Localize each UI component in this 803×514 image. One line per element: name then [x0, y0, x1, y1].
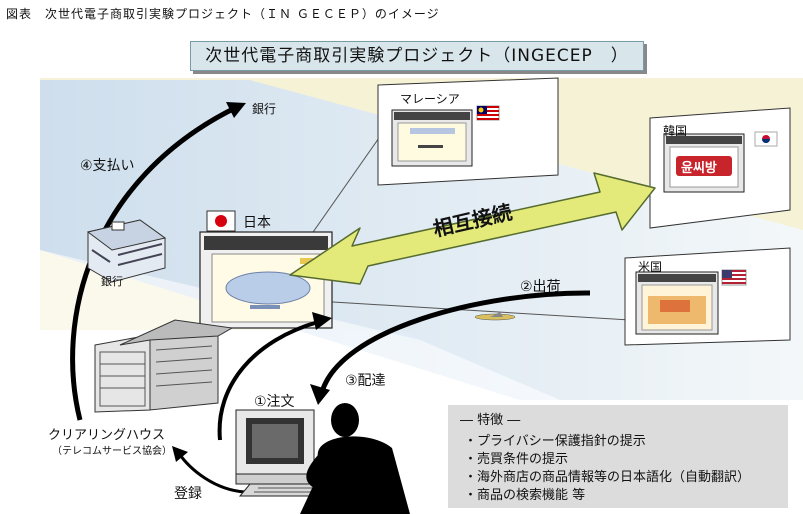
clearing-house-building-icon — [94, 319, 234, 413]
order-label: ①注文 — [254, 394, 295, 410]
korea-monitor — [663, 133, 745, 193]
korea-label: 韓国 — [663, 124, 688, 138]
malaysia-flag-icon — [476, 105, 500, 121]
clearing-house-label: クリアリングハウス — [48, 428, 166, 443]
payment-label: ④支払い — [80, 158, 135, 174]
delivery-arrowhead — [310, 384, 330, 405]
japan-label: 日本 — [243, 215, 271, 231]
usa-monitor — [635, 271, 719, 335]
usa-flag-icon — [721, 269, 747, 286]
japan-monitor — [199, 231, 333, 329]
malaysia-label: マレーシア — [400, 92, 460, 106]
person-silhouette-icon — [300, 403, 410, 514]
feature-item: ・海外商店の商品情報等の日本語化（自動翻訳） — [464, 470, 751, 485]
airplane-icon — [474, 312, 516, 321]
bank-building-icon — [86, 219, 167, 283]
features-heading: ― 特徴 ― — [460, 413, 521, 428]
registration-label: 登録 — [174, 486, 202, 502]
japan-flag-icon — [206, 210, 236, 232]
bank-left-label: 銀行 — [101, 275, 123, 288]
figure-caption: 図表 次世代電子商取引実験プロジェクト（ＩＮ ＧＥＣＥＰ）のイメージ — [6, 7, 440, 21]
malaysia-monitor — [391, 109, 473, 167]
usa-label: 米国 — [638, 260, 663, 274]
features-box: ― 特徴 ― ・プライバシー保護指針の提示 ・売買条件の提示 ・海外商店の商品情… — [448, 405, 788, 508]
shipping-label: ②出荷 — [520, 279, 561, 295]
feature-item: ・プライバシー保護指針の提示 — [464, 434, 646, 449]
interconnect-arrow — [289, 172, 656, 285]
registration-arrow — [176, 451, 246, 494]
order-arrowhead — [312, 312, 332, 330]
order-arrow — [217, 320, 319, 441]
korea-flag-icon — [754, 131, 778, 147]
feature-item: ・商品の検索機能 等 — [464, 488, 586, 503]
connector-usa — [299, 299, 631, 321]
clearing-house-sub-label: （テレコムサービス協会） — [52, 446, 172, 457]
registration-arrowhead — [172, 446, 188, 462]
korea-site-text: 윤씨방 — [681, 161, 717, 176]
payment-arrowhead — [226, 102, 246, 118]
delivery-label: ③配達 — [345, 373, 386, 389]
feature-item: ・売買条件の提示 — [464, 452, 569, 467]
project-title-banner: 次世代電子商取引実験プロジェクト（INGECEP ） — [190, 41, 644, 71]
bank-top-label: 銀行 — [252, 102, 277, 116]
shipping-delivery-arrow — [319, 290, 591, 393]
